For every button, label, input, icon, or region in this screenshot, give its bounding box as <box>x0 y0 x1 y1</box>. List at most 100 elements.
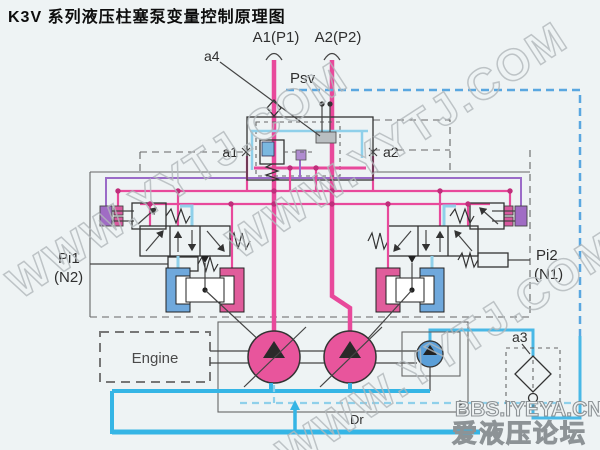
pilot-pins <box>112 210 134 222</box>
pin-ball-right <box>327 101 333 107</box>
purple-port-block <box>99 205 113 227</box>
main-pressure-lines <box>265 52 353 332</box>
a4-servo-pins <box>315 101 337 144</box>
pin-base <box>315 131 337 144</box>
pilot-supply-line <box>428 328 535 356</box>
pilot-pump-box <box>401 331 461 377</box>
cell1-arrow <box>145 230 164 252</box>
filter-a3-group <box>505 343 561 407</box>
casing-boundaries <box>89 119 531 413</box>
forum-url-watermark: BBS.IYEYA.CN <box>455 398 600 421</box>
right-regulator <box>351 202 530 357</box>
a2-port-hook <box>323 52 341 61</box>
pilot-gear-pump <box>401 331 461 391</box>
pump-flow-triangle <box>263 341 285 358</box>
main-pump-1 <box>243 326 307 388</box>
shuttle-valve-spring <box>264 163 280 182</box>
pilot-valve-body <box>469 202 505 230</box>
center-purple-port <box>295 149 307 161</box>
center-pink-drops <box>288 168 318 191</box>
variable-arrow <box>243 326 307 388</box>
drain-triangle <box>201 256 209 263</box>
psv-control-line <box>286 88 582 420</box>
engine-label: Engine <box>132 350 179 367</box>
purple-port-block <box>514 205 528 227</box>
left-regulator <box>90 202 277 357</box>
cell3-arrow <box>206 230 225 252</box>
a2-x-marker <box>368 147 378 157</box>
right-pilot-valve <box>442 202 528 230</box>
pi1-sub-label: (N2) <box>54 269 83 286</box>
text-labels: K3V 系列液压柱塞泵变量控制原理图 A1(P1) A2(P2) a4 Psv … <box>8 7 563 427</box>
diagram-title: K3V 系列液压柱塞泵变量控制原理图 <box>8 7 286 26</box>
purple-signal-line <box>105 177 522 206</box>
a3-callout: a3 <box>512 329 528 345</box>
filter-dashed-box <box>505 347 561 407</box>
pi2-spring <box>457 250 479 270</box>
spool-cell-dividers <box>417 226 449 256</box>
filter-relief-circle <box>527 392 539 404</box>
pilot-valve-spring <box>449 207 475 225</box>
pilot-cyan-elbow <box>442 204 456 226</box>
spool-spring-right <box>229 231 251 251</box>
center-inner-dashed <box>255 121 341 177</box>
pump-flow-triangle <box>339 341 361 358</box>
dr-label: Dr <box>350 412 364 427</box>
pilot-valve-arrow <box>137 207 157 225</box>
a3-leader <box>521 343 531 355</box>
pilot-valve-arrow <box>479 207 499 225</box>
a1-callout: a1 <box>222 144 238 160</box>
shaft-lines <box>210 350 417 364</box>
spool-body <box>387 225 479 257</box>
left-spool-valve <box>139 225 251 257</box>
dashed-a2-box <box>373 119 451 172</box>
pin-rods <box>321 106 331 132</box>
a2-callout: a2 <box>383 144 399 160</box>
engine-box: Engine <box>99 331 211 383</box>
shuttle-valve-spool <box>261 141 275 157</box>
filter-diamond <box>514 355 552 393</box>
pin-ball-left <box>319 101 325 107</box>
pi2-piston-body <box>477 252 509 268</box>
pump-suction-risers <box>269 383 352 391</box>
spool-body <box>139 225 231 257</box>
left-servo-piston <box>165 204 277 357</box>
forum-name-watermark: 爱液压论坛 <box>452 419 587 448</box>
pilot-cyan-elbow <box>180 204 194 226</box>
port-a2-label: A2(P2) <box>315 29 362 46</box>
pilot-pump-triangle <box>423 345 437 355</box>
a1-x-marker <box>241 147 251 157</box>
spool-spring-left <box>367 231 389 251</box>
pi2-pilot-piston <box>457 250 530 270</box>
pi1-pilot-piston <box>90 254 219 274</box>
right-servo-piston <box>351 204 445 357</box>
main-pump-2 <box>319 326 383 388</box>
center-block-outline <box>246 116 374 181</box>
watermark-layer: WWW.YYTJ.COM WWW.YYTJ.COM WWW.YYTJ.COM B… <box>0 11 600 450</box>
a1-port-hook <box>265 52 283 61</box>
tank-drain-lines <box>110 383 578 435</box>
return-arrow <box>290 400 300 410</box>
a4-callout: a4 <box>204 48 220 64</box>
pilot-valve-spring <box>165 207 191 225</box>
cell1-arrow <box>393 230 412 252</box>
drain-triangle <box>408 256 416 263</box>
pink-bus-upper <box>116 189 512 206</box>
right-spool-valve <box>367 225 479 257</box>
junction-dots <box>115 165 513 207</box>
cell3-arrow <box>454 230 473 252</box>
pi1-label: Pi1 <box>58 250 80 267</box>
psv-dashed-line <box>286 88 582 336</box>
port-a1-label: A1(P1) <box>253 29 300 46</box>
spool-cell-dividers <box>169 226 201 256</box>
variable-arrow <box>319 326 383 388</box>
pi2-sub-label: (N1) <box>534 266 563 283</box>
pump-housing-box <box>217 321 469 413</box>
dashed-a1-box <box>139 151 247 172</box>
center-regulator-block <box>246 101 374 191</box>
a2-pressure-line <box>329 60 353 331</box>
drain-junction-dot <box>457 400 463 406</box>
engine-outline <box>99 331 211 383</box>
